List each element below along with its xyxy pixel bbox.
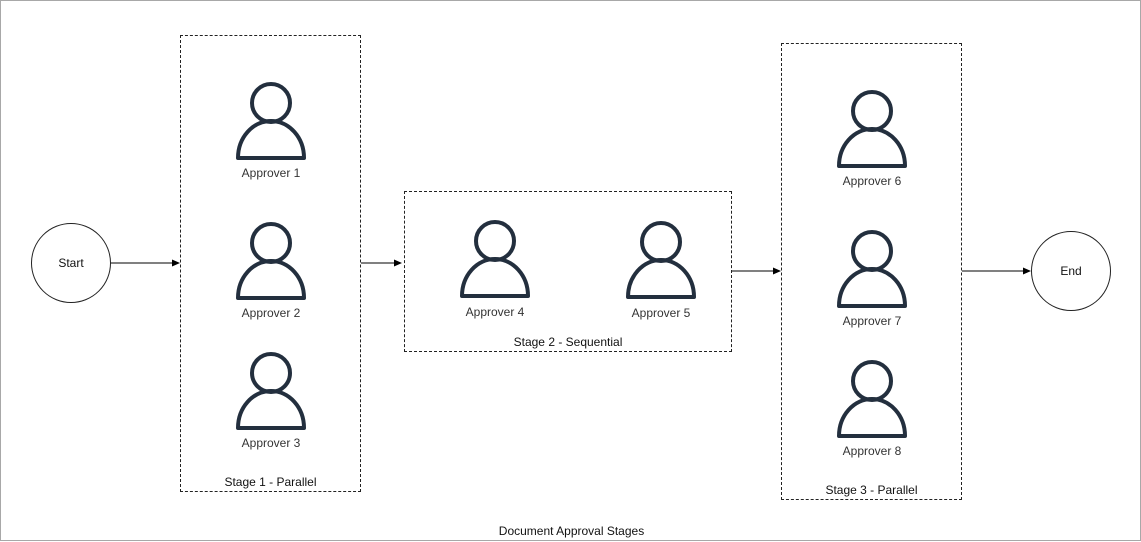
stage-2-box[interactable]: Approver 4 Approver 5 Stage 2 - Sequenti…: [404, 191, 732, 352]
approver-4[interactable]: Approver 4: [425, 219, 565, 329]
approver-3[interactable]: Approver 3: [201, 351, 341, 461]
user-icon: [460, 220, 530, 298]
approver-label: Approver 5: [631, 306, 691, 320]
user-icon: [236, 222, 306, 300]
approver-1[interactable]: Approver 1: [201, 81, 341, 191]
approver-label: Approver 3: [241, 436, 301, 450]
approver-label: Approver 7: [842, 314, 902, 328]
stage-2-label: Stage 2 - Sequential: [513, 335, 623, 349]
diagram-caption: Document Approval Stages: [498, 524, 645, 538]
user-icon: [236, 82, 306, 160]
start-label: Start: [58, 256, 84, 270]
approver-label: Approver 8: [842, 444, 902, 458]
approver-2[interactable]: Approver 2: [201, 221, 341, 331]
stage-1-box[interactable]: Approver 1 Approver 2 Approver 3 Stage 1…: [180, 35, 361, 492]
approver-label: Approver 1: [241, 166, 301, 180]
user-icon: [837, 230, 907, 308]
user-icon: [236, 352, 306, 430]
user-icon: [837, 90, 907, 168]
approver-8[interactable]: Approver 8: [802, 359, 942, 469]
approver-6[interactable]: Approver 6: [802, 89, 942, 199]
approver-7[interactable]: Approver 7: [802, 229, 942, 339]
approver-label: Approver 4: [465, 305, 525, 319]
approver-label: Approver 2: [241, 306, 301, 320]
end-node[interactable]: End: [1031, 231, 1111, 311]
user-icon: [837, 360, 907, 438]
approver-5[interactable]: Approver 5: [591, 220, 731, 330]
user-icon: [626, 221, 696, 299]
stage-3-box[interactable]: Approver 6 Approver 7 Approver 8 Stage 3…: [781, 43, 962, 500]
end-label: End: [1060, 264, 1082, 278]
stage-1-label: Stage 1 - Parallel: [224, 475, 317, 489]
approver-label: Approver 6: [842, 174, 902, 188]
start-node[interactable]: Start: [31, 223, 111, 303]
stage-3-label: Stage 3 - Parallel: [825, 483, 918, 497]
